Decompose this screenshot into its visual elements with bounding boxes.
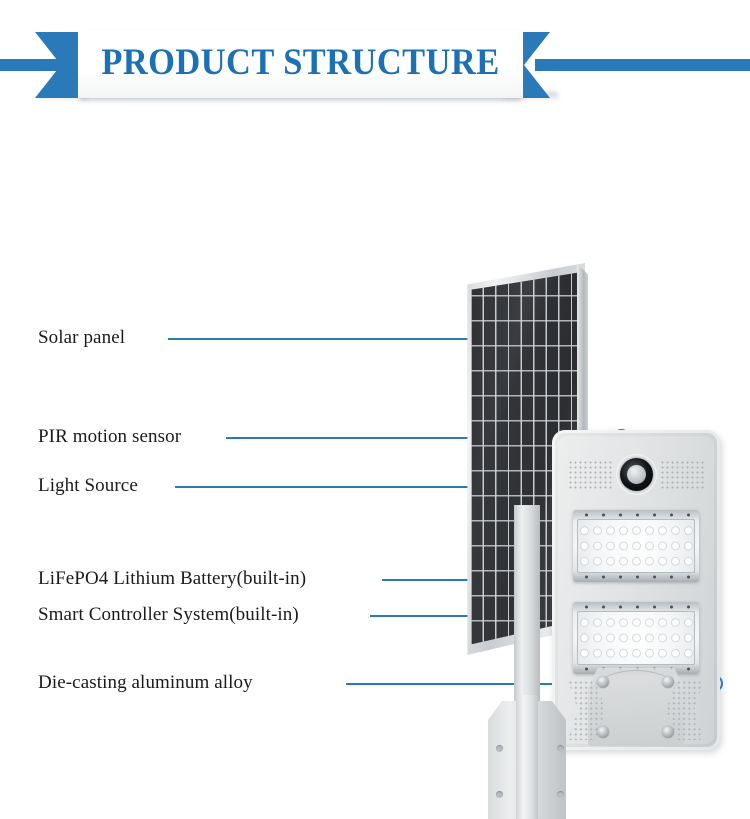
leader-line-light-source bbox=[175, 486, 589, 488]
banner-ribbon-panel: PRODUCT STRUCTURE bbox=[78, 30, 523, 98]
callout-label-pir-motion-sensor: PIR motion sensor bbox=[38, 426, 182, 447]
led-module-upper-screws-top bbox=[578, 513, 694, 517]
page-title: PRODUCT STRUCTURE bbox=[101, 42, 500, 83]
vent-perforations-left-upper bbox=[568, 460, 614, 490]
callout-label-battery: LiFePO4 Lithium Battery(built-in) bbox=[38, 568, 307, 589]
product-image-solar-street-light bbox=[440, 255, 750, 819]
bracket-arc bbox=[590, 670, 682, 697]
led-module-upper bbox=[573, 510, 699, 582]
mounting-arm-front-face bbox=[516, 695, 538, 819]
leader-line-solar-panel bbox=[168, 338, 504, 340]
vent-perforations-right-upper bbox=[660, 460, 706, 490]
lamp-housing bbox=[552, 430, 720, 750]
leader-line-pir-motion-sensor bbox=[226, 437, 617, 439]
mount-hole-top-left bbox=[496, 745, 503, 752]
callout-label-controller: Smart Controller System(built-in) bbox=[38, 604, 299, 625]
callout-label-light-source: Light Source bbox=[38, 475, 138, 496]
page-header-banner: PRODUCT STRUCTURE bbox=[0, 30, 750, 101]
led-lens-array-lower bbox=[578, 615, 694, 661]
led-lens-array-upper bbox=[578, 523, 694, 569]
led-module-lower bbox=[573, 602, 699, 674]
callout-label-housing: Die-casting aluminum alloy bbox=[38, 672, 253, 693]
mount-hole-bottom-right bbox=[557, 791, 564, 798]
mount-hole-top-right bbox=[557, 745, 564, 752]
mount-hole-bottom-left bbox=[496, 791, 503, 798]
callout-label-solar-panel: Solar panel bbox=[38, 327, 126, 348]
bracket-screw-top-right bbox=[662, 676, 674, 688]
banner-rail-right bbox=[535, 59, 750, 71]
bracket-screw-top-left bbox=[597, 676, 609, 688]
bracket-screw-bottom-left bbox=[597, 726, 609, 738]
bracket-screw-bottom-right bbox=[662, 726, 674, 738]
led-module-lower-screws-top bbox=[578, 605, 694, 609]
pir-sensor-bezel bbox=[616, 454, 657, 495]
led-module-upper-screws-bottom bbox=[578, 575, 694, 579]
